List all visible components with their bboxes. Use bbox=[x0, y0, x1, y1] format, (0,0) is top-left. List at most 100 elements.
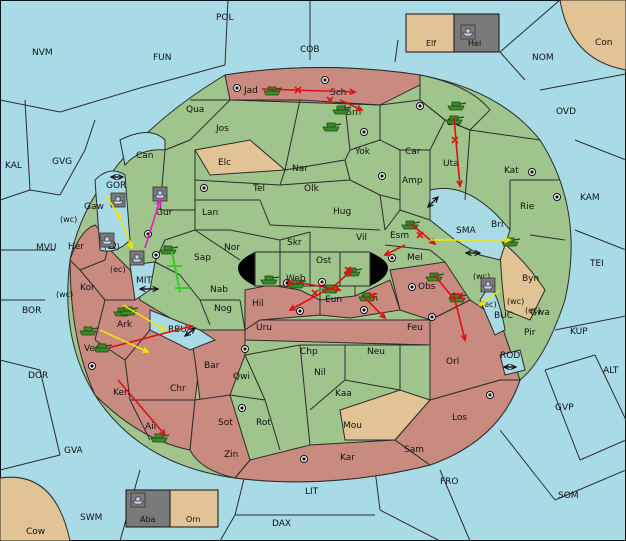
order-arrowhead-28 bbox=[183, 330, 191, 337]
army-unit-19[interactable] bbox=[119, 306, 139, 316]
coast-label-2: (ec) bbox=[110, 265, 126, 274]
province-label-yok: Yok bbox=[354, 147, 371, 157]
failed-order-marker-0 bbox=[294, 86, 302, 94]
province-byn-gwa[interactable] bbox=[499, 238, 546, 321]
failed-order-marker-6 bbox=[368, 292, 376, 300]
province-label-grh: Grh bbox=[345, 108, 361, 118]
fleet-unit-1[interactable] bbox=[110, 192, 126, 208]
sea-label-dor: DOR bbox=[28, 371, 48, 381]
province-mou[interactable] bbox=[339, 389, 431, 441]
army-unit-18[interactable] bbox=[150, 433, 170, 443]
army-unit-3[interactable] bbox=[447, 101, 467, 111]
province-label-her: Her bbox=[68, 242, 84, 252]
coast-label-7: (ec) bbox=[525, 306, 541, 315]
province-label-kar: Kar bbox=[340, 453, 355, 463]
province-label-obs: Obs bbox=[418, 282, 436, 292]
order-line-12 bbox=[384, 244, 406, 256]
supply-center-17 bbox=[300, 455, 308, 463]
order-arrowhead-2 bbox=[456, 180, 463, 188]
province-label-sap: Sap bbox=[194, 253, 211, 263]
fleet-unit-4[interactable] bbox=[480, 277, 496, 293]
order-arrowhead-32 bbox=[464, 249, 472, 257]
province-label-olk: Olk bbox=[304, 184, 320, 194]
channel-mit[interactable] bbox=[129, 261, 156, 301]
supply-center-0 bbox=[233, 84, 241, 92]
order-line-9 bbox=[107, 325, 193, 349]
sea-label-rod: ROD bbox=[500, 351, 520, 361]
province-label-byn: Byn bbox=[522, 274, 539, 284]
province-label-kor: Kor bbox=[80, 283, 95, 293]
province-label-qwi: Qwi bbox=[233, 372, 250, 382]
army-unit-2[interactable] bbox=[322, 122, 342, 132]
legend-top bbox=[405, 13, 500, 53]
order-line-11 bbox=[329, 269, 353, 291]
order-line-7 bbox=[433, 274, 456, 301]
province-label-jad: Jad bbox=[243, 86, 258, 96]
channel-gor[interactable] bbox=[94, 170, 131, 252]
failed-order-marker-5 bbox=[344, 266, 352, 274]
sea-label-dax: DAX bbox=[272, 519, 291, 529]
province-feu[interactable] bbox=[244, 319, 431, 346]
army-unit-6[interactable] bbox=[260, 275, 280, 285]
order-arrowhead-9 bbox=[185, 324, 194, 331]
province-label-cow: Cow bbox=[26, 527, 45, 537]
sea-label-som: SOM bbox=[558, 491, 579, 501]
province-label-nog: Nog bbox=[214, 304, 232, 314]
supply-center-5 bbox=[378, 172, 386, 180]
order-arrowhead-0 bbox=[349, 88, 357, 96]
order-arrowhead-3 bbox=[334, 285, 342, 293]
order-arrowhead-12 bbox=[383, 249, 392, 256]
province-label-sam: Sam bbox=[404, 445, 424, 455]
order-arrowhead-1 bbox=[355, 104, 364, 111]
order-arrowhead-14 bbox=[127, 241, 134, 250]
sea-label-fro: FRO bbox=[440, 477, 459, 487]
orders-layer bbox=[99, 86, 518, 437]
province-label-gaw: Gaw bbox=[84, 202, 104, 212]
army-unit-1[interactable] bbox=[332, 105, 352, 115]
order-line-16 bbox=[479, 289, 501, 306]
province-label-uru: Uru bbox=[256, 323, 272, 333]
fleet-unit-3[interactable] bbox=[99, 232, 115, 248]
army-unit-16[interactable] bbox=[79, 326, 99, 336]
province-label-jos: Jos bbox=[215, 124, 229, 134]
fleet-unit-2[interactable] bbox=[129, 250, 145, 266]
sea-label-nvm: NVM bbox=[32, 48, 53, 58]
fleet-unit-0[interactable] bbox=[152, 186, 168, 202]
province-boundaries bbox=[79, 99, 566, 451]
order-arrowhead-18 bbox=[141, 346, 150, 353]
order-arrowhead-24 bbox=[109, 173, 117, 181]
order-arrowhead-4 bbox=[288, 304, 297, 311]
sea-label-cob: COB bbox=[300, 45, 320, 55]
army-unit-17[interactable] bbox=[93, 343, 113, 353]
fleet-unit-5[interactable] bbox=[460, 24, 476, 40]
sea-label-fun: FUN bbox=[153, 53, 172, 63]
legend-top-left-label: Elf bbox=[426, 39, 436, 48]
sea-label-mvu: MVU bbox=[36, 243, 57, 253]
order-line-5 bbox=[364, 297, 386, 319]
supply-center-4 bbox=[200, 184, 208, 192]
sea-label-tei: TEI bbox=[589, 259, 604, 269]
fleet-unit-6[interactable] bbox=[130, 492, 146, 508]
order-line-19 bbox=[144, 199, 161, 249]
center-west-marker bbox=[238, 252, 255, 286]
province-label-kaa: Kaa bbox=[335, 389, 352, 399]
province-label-ail: Ail bbox=[145, 422, 156, 432]
order-line-18 bbox=[99, 329, 149, 353]
order-line-30 bbox=[427, 196, 439, 208]
failed-order-marker-1 bbox=[326, 96, 334, 104]
sea-label-gva: GVA bbox=[64, 446, 84, 456]
province-label-esm: Esm bbox=[390, 231, 409, 241]
supply-center-1 bbox=[321, 76, 329, 84]
supply-center-10 bbox=[360, 306, 368, 314]
province-label-rie: Rie bbox=[520, 202, 535, 212]
failed-order-marker-8 bbox=[456, 292, 464, 300]
province-label-amp: Amp bbox=[402, 176, 423, 186]
province-obs[interactable] bbox=[389, 261, 471, 321]
order-arrowhead-26 bbox=[138, 285, 146, 293]
province-label-gwa: Gwa bbox=[530, 308, 550, 318]
province-label-uta: Uta bbox=[443, 159, 459, 169]
order-line-2 bbox=[453, 117, 461, 187]
province-label-orl: Orl bbox=[446, 357, 459, 367]
legend-bottom-right-label: Orn bbox=[186, 515, 201, 524]
